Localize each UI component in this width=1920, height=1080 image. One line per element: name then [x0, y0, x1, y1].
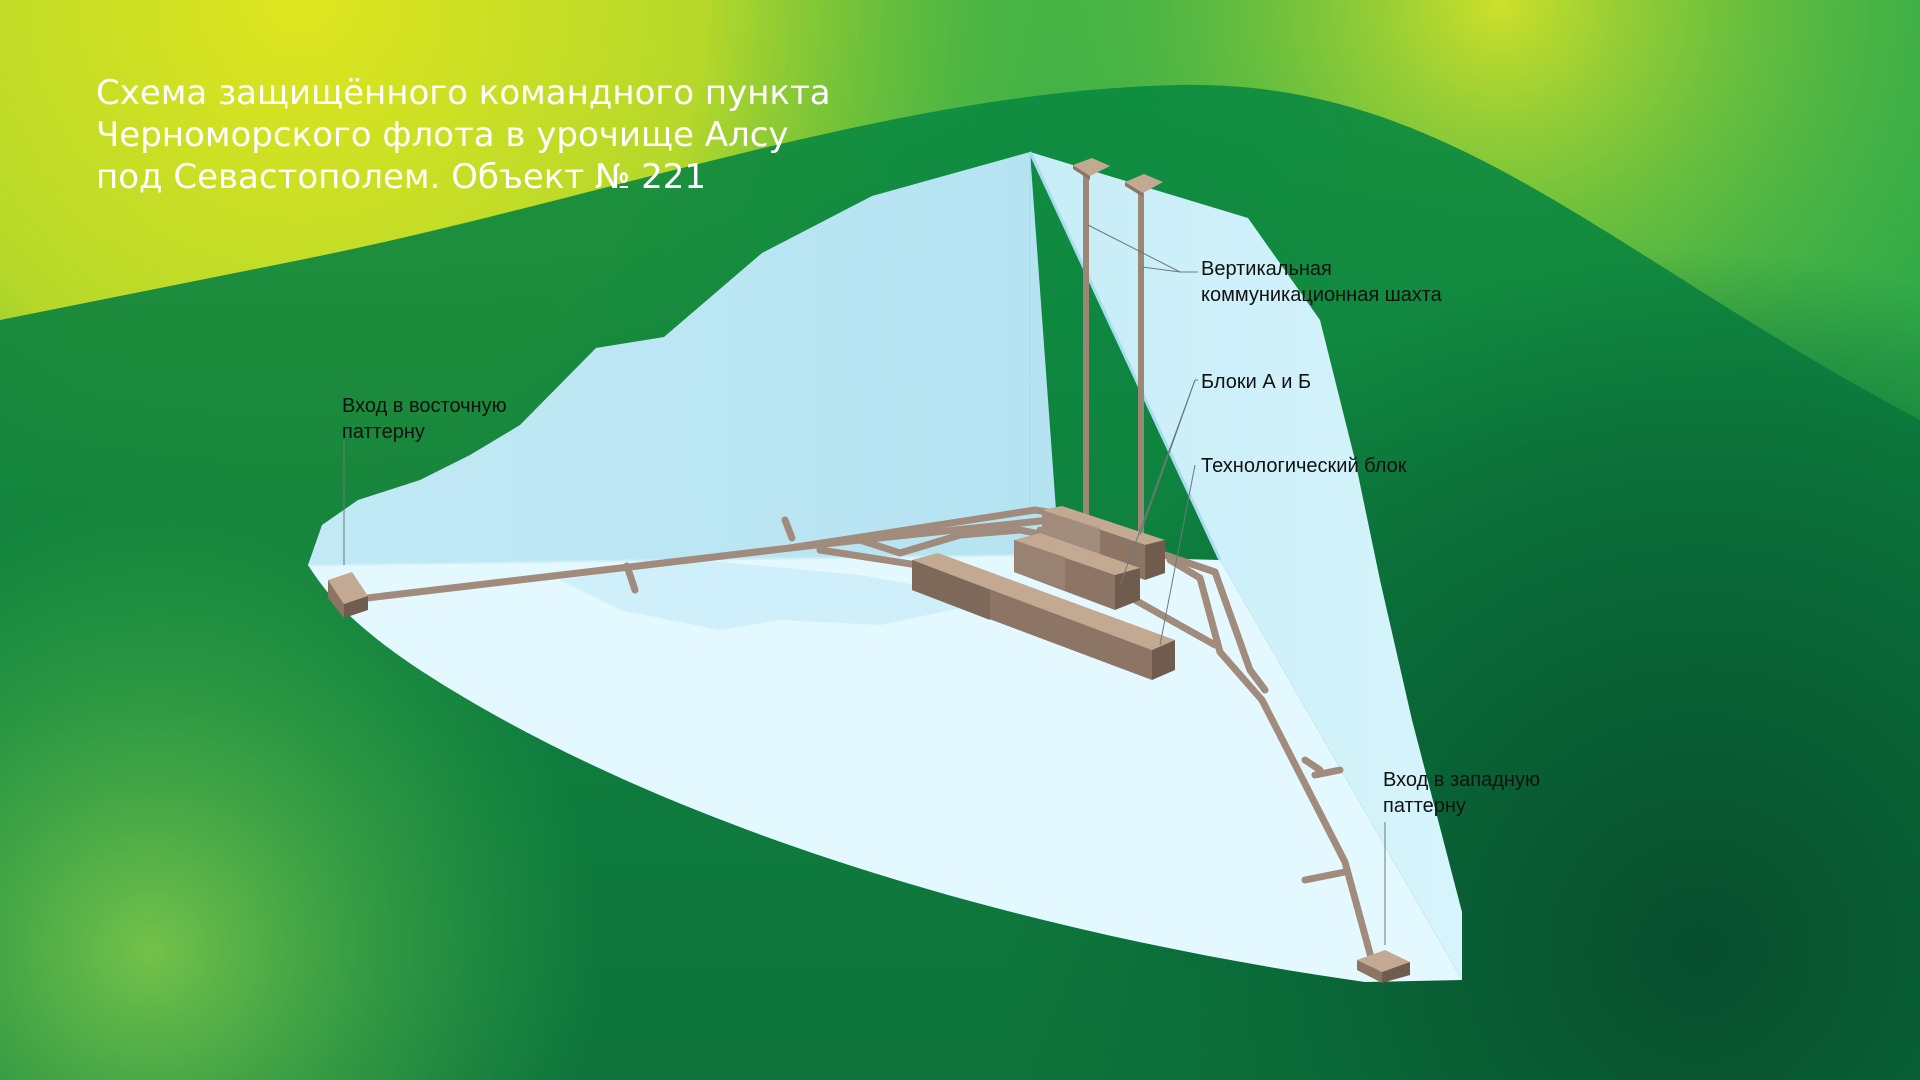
label-vertical-shaft: Вертикальная коммуникационная шахта [1201, 256, 1442, 308]
label-blocks-ab-text: Блоки А и Б [1201, 371, 1312, 393]
vertical-shaft-1 [1073, 158, 1110, 533]
label-east-entrance: Вход в восточную паттерну [342, 393, 507, 445]
label-west-entrance-line-2: паттерну [1383, 795, 1466, 817]
label-east-entrance-line-2: паттерну [342, 421, 425, 443]
label-tech-block-text: Технологический блок [1201, 455, 1407, 477]
label-west-entrance: Вход в западную паттерну [1383, 767, 1540, 819]
east-entrance-block [328, 572, 368, 618]
label-blocks-ab: Блоки А и Б [1201, 369, 1311, 395]
label-vertical-shaft-line-2: коммуникационная шахта [1201, 284, 1442, 306]
title-line-3: под Севастополем. Объект № 221 [96, 157, 707, 197]
label-east-entrance-line-1: Вход в восточную [342, 395, 507, 417]
label-vertical-shaft-line-1: Вертикальная [1201, 258, 1332, 280]
title-line-1: Схема защищённого командного пункта [96, 73, 831, 113]
block-a [1014, 533, 1140, 610]
vertical-shaft-2 [1125, 174, 1163, 533]
tech-block [912, 553, 1175, 680]
leader-lines [343, 224, 1386, 945]
diagram-title: Схема защищённого командного пункта Черн… [96, 72, 916, 198]
west-entrance-block [1357, 950, 1410, 983]
title-line-2: Черноморского флота в урочище Алсу [96, 115, 789, 155]
label-west-entrance-line-1: Вход в западную [1383, 769, 1540, 791]
label-tech-block: Технологический блок [1201, 453, 1407, 479]
